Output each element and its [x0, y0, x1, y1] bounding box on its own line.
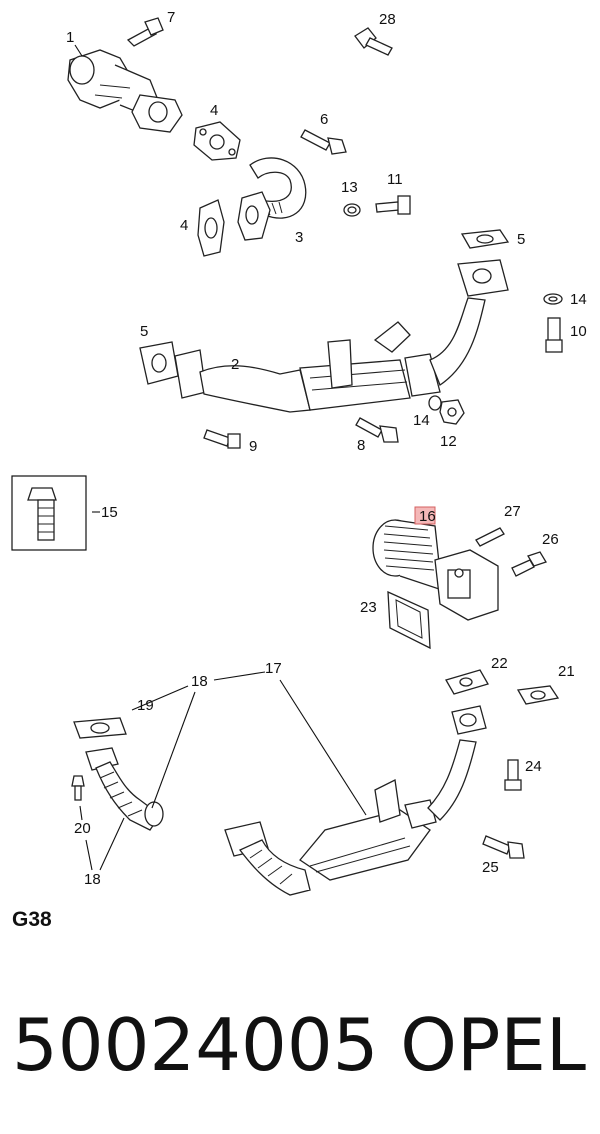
- page-code: G38: [12, 908, 52, 931]
- washer-13-part: [343, 203, 361, 217]
- callout-8: 8: [357, 437, 365, 454]
- callout-14-bottom: 14: [413, 412, 430, 429]
- washer-14-right-part: [543, 293, 563, 305]
- callout-28: 28: [379, 11, 396, 28]
- callout-16: 16: [419, 508, 436, 525]
- callout-25: 25: [482, 859, 499, 876]
- part-number: 50024005: [12, 1003, 379, 1087]
- callout-10: 10: [570, 323, 587, 340]
- brand-name: OPEL: [400, 1003, 586, 1087]
- bolt-9-part: [203, 429, 241, 449]
- callout-5-right: 5: [517, 231, 525, 248]
- stud-10-part: [545, 317, 563, 353]
- bolt-6-part: [300, 129, 347, 155]
- callout-7: 7: [167, 9, 175, 26]
- detail-box-15: [11, 475, 87, 551]
- callout-6: 6: [320, 111, 328, 128]
- gasket-4-top-part: [193, 121, 241, 161]
- pipe-18-part: [85, 747, 164, 831]
- callout-18-bottom: 18: [84, 871, 101, 888]
- callout-3: 3: [295, 229, 303, 246]
- footer: 50024005 OPEL: [0, 995, 600, 1095]
- bolt-20-part: [71, 775, 85, 801]
- bolt-25-part: [482, 835, 525, 859]
- callout-4-bottom: 4: [180, 217, 188, 234]
- callout-labels: 1 7 28 4 6 13 11 4 3 5 14 10 5 2 14 12 8…: [66, 9, 587, 888]
- callout-22: 22: [491, 655, 508, 672]
- egr-cooler-2-part: [174, 259, 509, 413]
- callout-18-top: 18: [191, 673, 208, 690]
- gasket-4-bottom-part: [197, 199, 225, 257]
- callout-12: 12: [440, 433, 457, 450]
- callout-5-left: 5: [140, 323, 148, 340]
- gasket-22-part: [445, 669, 489, 695]
- callout-2: 2: [231, 356, 239, 373]
- callout-17: 17: [265, 660, 282, 677]
- callout-9: 9: [249, 438, 257, 455]
- washer-14-bottom-part: [428, 395, 442, 411]
- callout-19: 19: [137, 697, 154, 714]
- gasket-23-part: [387, 590, 431, 650]
- bolt-11-part: [375, 195, 411, 215]
- callout-21: 21: [558, 663, 575, 680]
- egr-cooler-17-part: [224, 705, 487, 896]
- gasket-19-part: [73, 717, 127, 739]
- stud-24-part: [504, 759, 522, 791]
- nut-12-part: [439, 399, 465, 425]
- callout-26: 26: [542, 531, 559, 548]
- flange-5-left-part: [139, 341, 179, 385]
- callout-14-right: 14: [570, 291, 587, 308]
- callout-4-top: 4: [210, 102, 218, 119]
- flange-5-right-part: [460, 229, 510, 249]
- callout-13: 13: [341, 179, 358, 196]
- bolt-28-part: [354, 27, 393, 56]
- callout-1: 1: [66, 29, 74, 46]
- exploded-parts-diagram: 1 7 28 4 6 13 11 4 3 5 14 10 5 2 14 12 8…: [11, 9, 587, 896]
- pipe-3-part: [237, 157, 307, 241]
- callout-15: 15: [101, 504, 118, 521]
- stud-27-part: [475, 527, 505, 547]
- callout-20: 20: [74, 820, 91, 837]
- bolt-8-part: [355, 417, 399, 443]
- bolt-26-part: [511, 551, 547, 577]
- callout-11: 11: [387, 171, 403, 188]
- gasket-21-part: [516, 685, 560, 705]
- leader-lines: [74, 44, 367, 871]
- bolt-7-part: [126, 17, 164, 47]
- egr-valve-part: [67, 49, 183, 133]
- callout-27: 27: [504, 503, 521, 520]
- callout-24: 24: [525, 758, 542, 775]
- callout-23: 23: [360, 599, 377, 616]
- callout-16-highlight: [414, 506, 436, 525]
